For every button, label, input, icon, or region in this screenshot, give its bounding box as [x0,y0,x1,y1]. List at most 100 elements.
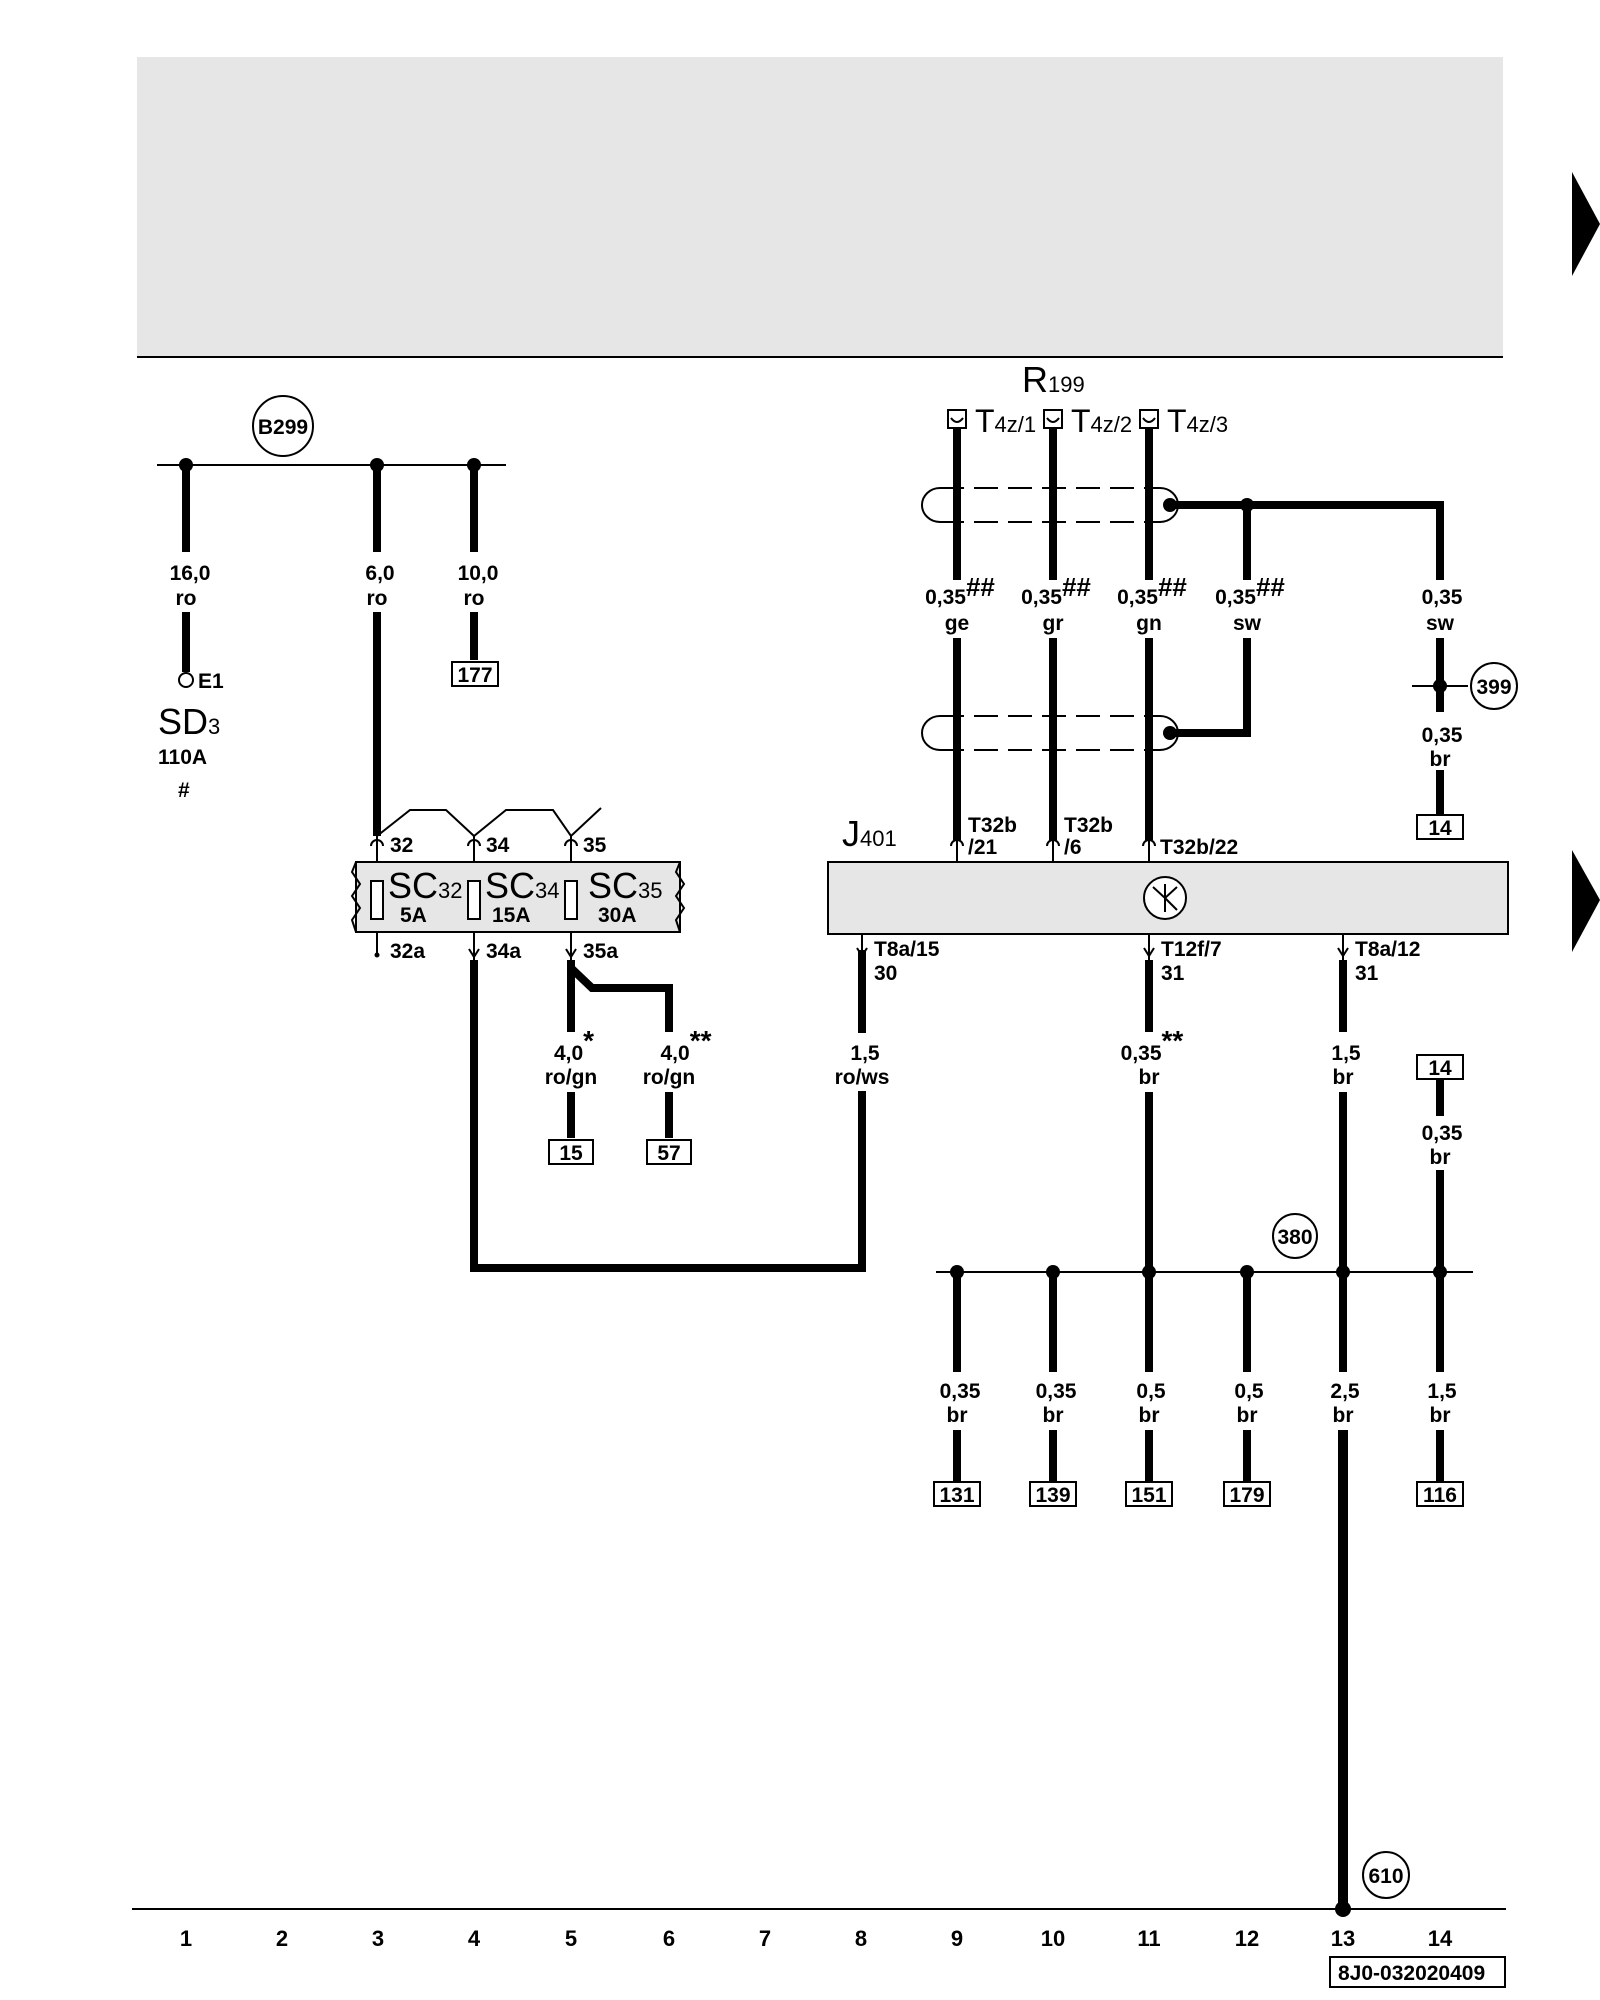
shield-ground-lower [1170,638,1251,737]
wire-34a-loop [470,950,866,1272]
shield-upper [921,487,1179,523]
svg-text:0,35**: 0,35** [1121,1025,1184,1065]
svg-text:10,0: 10,0 [458,562,499,585]
svg-text:ge: ge [945,612,970,635]
svg-text:T12f/7: T12f/7 [1161,938,1222,961]
wire-col11: 0,35## gn [1117,428,1187,840]
column-number: 4 [468,1926,481,1951]
column-number: 2 [276,1926,288,1951]
svg-text:br: br [1237,1404,1258,1427]
column-number: 12 [1235,1926,1259,1951]
svg-text:T32b: T32b [968,814,1017,837]
j401-ground-symbol-icon [1143,876,1187,920]
svg-text:35a: 35a [583,940,618,963]
svg-text:br: br [1139,1404,1160,1427]
svg-text:32a: 32a [390,940,425,963]
svg-text:32: 32 [390,834,413,857]
svg-text:T4z/2: T4z/2 [1071,403,1132,439]
svg-text:1,5: 1,5 [850,1042,880,1065]
svg-text:0,35: 0,35 [1036,1380,1077,1403]
lower-wire-col11: 0,5 br 151 [1125,1265,1173,1507]
svg-text:sw: sw [1233,612,1262,635]
svg-text:br: br [1430,1404,1451,1427]
svg-text:0,35##: 0,35## [1117,572,1187,609]
svg-text:sw: sw [1426,612,1455,635]
svg-text:139: 139 [1035,1484,1070,1507]
svg-text:16,0: 16,0 [170,562,211,585]
svg-text:15: 15 [559,1142,583,1165]
svg-text:SC34: SC34 [485,865,560,906]
svg-text:34a: 34a [486,940,521,963]
wire-col5-label: 4,0* ro/gn 15 [545,1025,598,1165]
svg-text:br: br [1430,748,1451,771]
column-number: 8 [855,1926,867,1951]
svg-text:151: 151 [1131,1484,1166,1507]
svg-text:14: 14 [1428,1057,1452,1080]
fuse-sc35: SC35 30A [564,865,663,927]
doc-code-box [1329,1956,1506,1988]
svg-text:br: br [1043,1404,1064,1427]
svg-text:4,0**: 4,0** [661,1025,712,1065]
svg-text:T8a/15: T8a/15 [874,938,940,961]
sd3-label: SD3 [158,701,220,742]
wire-col12: 0,35## sw [1215,505,1285,635]
lower-wire-col13: 2,5 br [1330,1265,1360,1917]
lower-wire-col12: 0,5 br 179 [1223,1265,1271,1507]
column-number: 11 [1137,1926,1160,1951]
svg-text:ro/gn: ro/gn [643,1066,696,1089]
column-number: 10 [1041,1926,1065,1951]
lower-wire-col10: 0,35 br 139 [1029,1265,1077,1507]
svg-text:31: 31 [1355,962,1379,985]
bus-b299-label: B299 [258,416,308,439]
fuse-panel [355,861,681,933]
column-number: 9 [951,1926,963,1951]
j401-pins-bottom: T8a/15 30 T12f/7 31 T8a/12 31 [856,934,1420,985]
svg-text:0,5: 0,5 [1136,1380,1166,1403]
svg-text:6,0: 6,0 [365,562,394,585]
svg-text:5A: 5A [400,904,427,927]
j401-label: J401 [842,813,897,854]
svg-text:0,35: 0,35 [1422,724,1463,747]
svg-text:ro/gn: ro/gn [545,1066,598,1089]
r199-label: R199 [1022,359,1085,400]
j401-pins-top: T32b /21 T32b /6 T32b/22 [950,814,1238,862]
column-number: 7 [759,1926,771,1951]
svg-text:br: br [947,1404,968,1427]
svg-text:SC32: SC32 [388,865,463,906]
svg-text:br: br [1333,1404,1354,1427]
svg-text:2,5: 2,5 [1330,1380,1360,1403]
wire-col3: 6,0 ro [365,458,395,836]
sd3-rating: 110A [158,746,207,769]
svg-text:34: 34 [486,834,510,857]
svg-text:gr: gr [1043,612,1064,635]
sd3-pin-e1: E1 [198,670,224,693]
svg-text:116: 116 [1423,1484,1457,1507]
svg-text:1,5: 1,5 [1427,1380,1457,1403]
svg-text:15A: 15A [492,904,531,927]
svg-text:br: br [1430,1146,1451,1169]
wire-col4: 10,0 ro 177 [451,458,499,687]
ref-610-badge [1362,1851,1410,1899]
connector-t4z-1: T4z/1 [947,403,1036,439]
lower-wire-col14: 1,5 br 116 [1416,1265,1464,1507]
svg-text:177: 177 [457,664,492,687]
svg-text:T8a/12: T8a/12 [1355,938,1420,961]
fuse-pins-top: 32 34 35 [370,834,607,862]
svg-text:30: 30 [874,962,897,985]
page-arrow-bottom-icon[interactable] [1572,850,1600,952]
svg-text:T32b: T32b [1064,814,1113,837]
svg-text:0,35##: 0,35## [925,572,995,609]
svg-text:179: 179 [1229,1484,1264,1507]
column-number: 13 [1331,1926,1355,1951]
bus-b299-badge [252,395,314,457]
svg-text:131: 131 [939,1484,974,1507]
svg-text:br: br [1139,1066,1160,1089]
fuse-pins-bottom: 32a 34a 35a [374,932,618,963]
doc-code: 8J0-032020409 [1338,1962,1485,1985]
wire-col13: 1,5 br [1331,960,1361,1272]
wire-col6-label: 4,0** ro/gn 57 [643,1025,712,1165]
svg-text:0,35##: 0,35## [1021,572,1091,609]
bus-380-badge [1272,1213,1318,1259]
page-arrow-top-icon[interactable] [1572,172,1600,276]
wire-col14-upper: 0,35 sw 0,35 br 14 [1412,540,1468,840]
